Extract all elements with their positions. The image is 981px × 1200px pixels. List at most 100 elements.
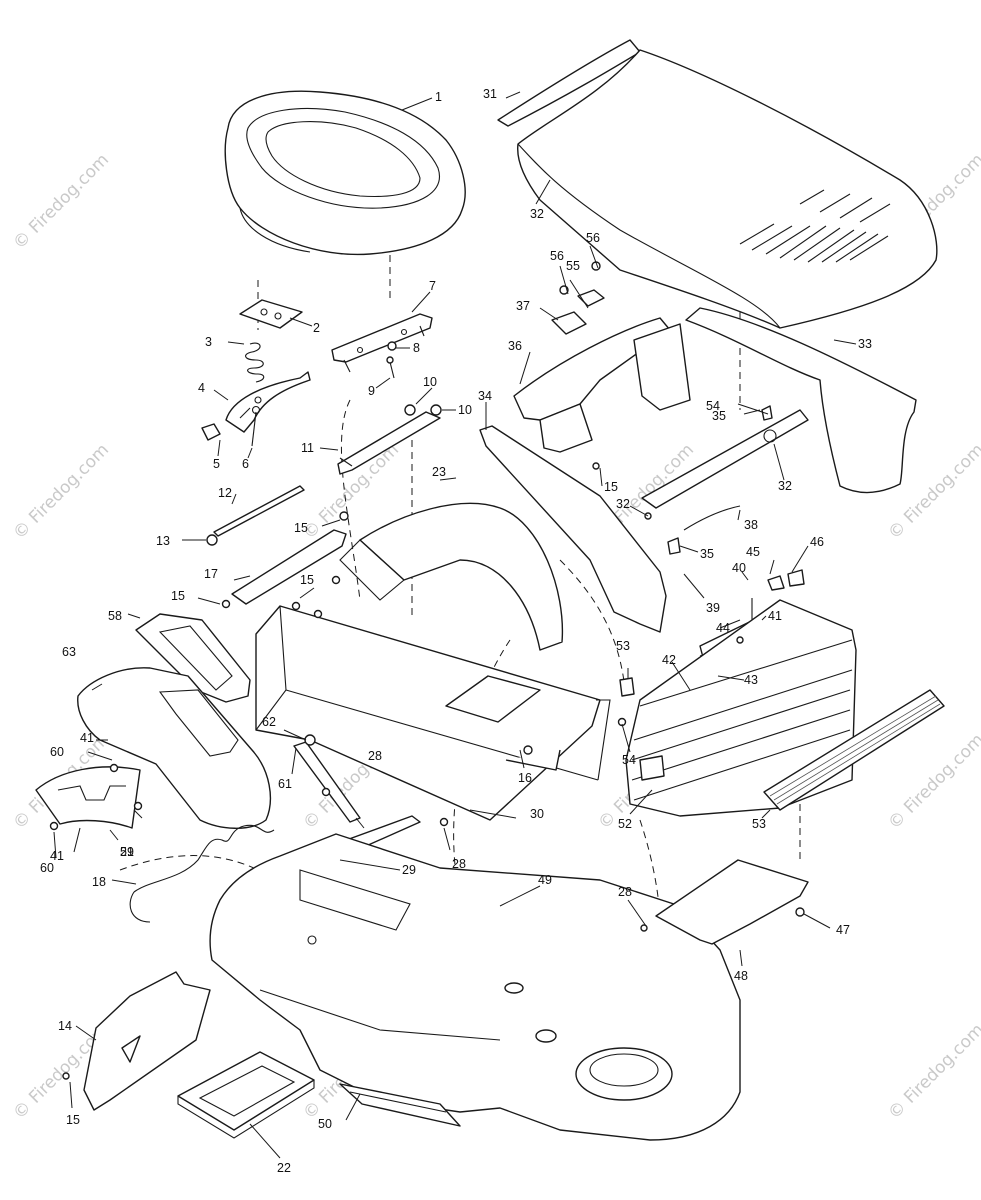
callout-label: 53 bbox=[752, 817, 766, 831]
callout-label: 59 bbox=[120, 845, 134, 859]
rear-bracket-part bbox=[83, 971, 211, 1111]
dash-panel-part bbox=[255, 605, 611, 821]
callout-label: 28 bbox=[452, 857, 466, 871]
callout-label: 30 bbox=[530, 807, 544, 821]
callout-label: 34 bbox=[478, 389, 492, 403]
callout-label: 60 bbox=[40, 861, 54, 875]
nut-part bbox=[404, 404, 442, 416]
rod-part bbox=[213, 485, 305, 537]
callout-label: 9 bbox=[368, 384, 375, 398]
callout-label: 42 bbox=[662, 653, 676, 667]
callout-label: 35 bbox=[700, 547, 714, 561]
callout-label: 38 bbox=[744, 518, 758, 532]
seat-plate-part bbox=[239, 299, 303, 329]
callout-label: 28 bbox=[368, 749, 382, 763]
callout-label: 7 bbox=[429, 279, 436, 293]
callout-label: 32 bbox=[530, 207, 544, 221]
callout-label: 21 bbox=[120, 845, 134, 859]
dash-front-part bbox=[513, 317, 691, 453]
callout-label: 5 bbox=[213, 457, 220, 471]
watermark: © Firedog.com bbox=[9, 150, 113, 254]
callout-label: 54 bbox=[622, 753, 636, 767]
watermark: © Firedog.com bbox=[9, 440, 113, 544]
callout-label: 23 bbox=[432, 465, 446, 479]
callout-label: 31 bbox=[483, 87, 497, 101]
seat-knob-part bbox=[201, 405, 261, 447]
callout-label: 41 bbox=[768, 609, 782, 623]
clip-part bbox=[667, 405, 773, 555]
hood-vents bbox=[739, 189, 891, 263]
callout-label: 33 bbox=[858, 337, 872, 351]
leader-lines bbox=[53, 91, 857, 1159]
callout-label: 4 bbox=[198, 381, 205, 395]
callout-label: 3 bbox=[205, 335, 212, 349]
callout-label: 8 bbox=[413, 341, 420, 355]
callout-label: 17 bbox=[204, 567, 218, 581]
lower-brace-part bbox=[641, 409, 809, 509]
battery-tray-part bbox=[177, 1051, 315, 1139]
callout-labels: 1 2 3 4 5 6 7 8 9 10 10 11 12 13 14 15 1… bbox=[40, 87, 872, 1175]
callout-label: 46 bbox=[810, 535, 824, 549]
wire-harness-part bbox=[129, 824, 275, 923]
dash-side-panel-part bbox=[479, 425, 667, 633]
watermark: © Firedog.com bbox=[884, 730, 981, 834]
callout-label: 50 bbox=[318, 1117, 332, 1131]
callout-label: 43 bbox=[744, 673, 758, 687]
seat-part bbox=[224, 90, 466, 256]
callout-label: 40 bbox=[732, 561, 746, 575]
watermark: © Firedog.com bbox=[884, 1020, 981, 1124]
callout-label: 1 bbox=[435, 90, 442, 104]
callout-label: 44 bbox=[716, 621, 730, 635]
callout-label: 48 bbox=[734, 969, 748, 983]
callout-label: 6 bbox=[242, 457, 249, 471]
callout-label: 62 bbox=[262, 715, 276, 729]
callout-label: 36 bbox=[508, 339, 522, 353]
callout-label: 49 bbox=[538, 873, 552, 887]
callout-label: 11 bbox=[301, 441, 314, 455]
small-bracket-part bbox=[293, 734, 361, 823]
console-part bbox=[77, 667, 272, 829]
callout-label: 12 bbox=[218, 486, 232, 500]
callout-label: 32 bbox=[778, 479, 792, 493]
callout-label: 15 bbox=[300, 573, 314, 587]
callout-label: 37 bbox=[516, 299, 530, 313]
callout-label: 39 bbox=[706, 601, 720, 615]
seat-hardware-part bbox=[386, 341, 397, 379]
callout-label: 56 bbox=[550, 249, 564, 263]
callout-label: 28 bbox=[618, 885, 632, 899]
callout-label: 61 bbox=[278, 777, 292, 791]
callout-label: 14 bbox=[58, 1019, 72, 1033]
callout-label: 16 bbox=[518, 771, 532, 785]
callout-label: 15 bbox=[294, 521, 308, 535]
shift-plate-part bbox=[35, 766, 141, 829]
callout-label: 55 bbox=[566, 259, 580, 273]
wire-clip-part bbox=[683, 505, 741, 531]
callout-label: 41 bbox=[50, 849, 64, 863]
hood-part bbox=[517, 49, 938, 329]
floor-pad-part bbox=[339, 1083, 461, 1127]
callout-label: 10 bbox=[423, 375, 437, 389]
callout-label: 35 bbox=[712, 409, 726, 423]
side-panel-part bbox=[685, 307, 917, 494]
front-bracket-part bbox=[640, 859, 809, 945]
fender-part bbox=[339, 502, 564, 651]
rod-nut-part bbox=[206, 534, 218, 546]
seat-mount-bracket-part bbox=[331, 313, 433, 373]
callout-label: 45 bbox=[746, 545, 760, 559]
callout-label: 2 bbox=[313, 321, 320, 335]
callout-label: 56 bbox=[586, 231, 600, 245]
callout-label: 15 bbox=[66, 1113, 80, 1127]
callout-label: 32 bbox=[616, 497, 630, 511]
callout-label: 54 bbox=[706, 399, 720, 413]
callout-label: 60 bbox=[50, 745, 64, 759]
callout-label: 15 bbox=[171, 589, 185, 603]
support-bracket-part bbox=[231, 511, 349, 605]
callout-label: 41 bbox=[80, 731, 94, 745]
chassis-frame-part bbox=[209, 833, 741, 1141]
callout-label: 63 bbox=[62, 645, 76, 659]
callout-label: 53 bbox=[616, 639, 630, 653]
callout-label: 58 bbox=[108, 609, 122, 623]
callout-label: 10 bbox=[458, 403, 472, 417]
